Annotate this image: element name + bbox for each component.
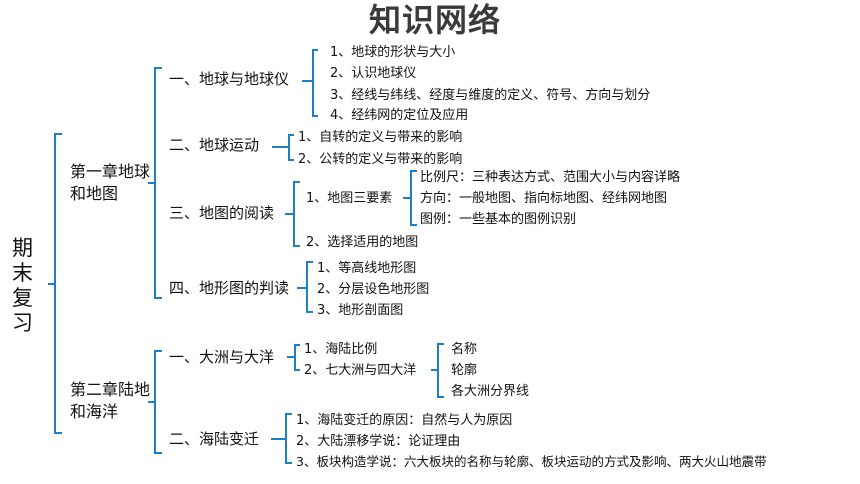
section-2-1-bracket — [287, 344, 300, 371]
section-2-1-subitem: 各大洲分界线 — [451, 384, 530, 399]
section-1-1-item: 2、认识地球仪 — [330, 66, 417, 81]
section-1-4-item: 2、分层设色地形图 — [317, 282, 430, 297]
section-1-3-item: 1、地图三要素 — [306, 191, 393, 206]
section-1-3-subitem: 图例：一些基本的图例识别 — [420, 212, 577, 227]
section-1-3-sub-bracket — [403, 170, 417, 226]
section-2-2-bracket — [271, 413, 292, 464]
section-1-2-item: 1、自转的定义与带来的影响 — [298, 130, 463, 145]
section-1-3-bracket — [285, 181, 300, 247]
page-title: 知识网络 — [369, 1, 502, 39]
chapter-2-bracket — [148, 350, 162, 454]
section-1-4-item: 3、地形剖面图 — [317, 303, 404, 318]
section-1-2-bracket — [272, 134, 294, 161]
section-1-3-item: 2、选择适用的地图 — [306, 235, 419, 250]
section-2-2-item: 2、大陆漂移学说：论证理由 — [296, 434, 461, 449]
section-2-2-title: 二、海陆变迁 — [169, 430, 260, 448]
section-1-1-item: 3、经线与纬线、经度与维度的定义、符号、方向与划分 — [330, 88, 651, 103]
section-1-3-subitem: 方向：一般地图、指向标地图、经纬网地图 — [420, 191, 668, 206]
section-1-3-title: 三、地图的阅读 — [169, 204, 275, 222]
section-1-4-title: 四、地形图的判读 — [169, 279, 290, 297]
section-1-2-title: 二、地球运动 — [169, 136, 260, 154]
section-1-2-item: 2、公转的定义与带来的影响 — [298, 152, 463, 167]
section-1-4-item: 1、等高线地形图 — [317, 261, 417, 276]
root-bracket — [48, 133, 62, 434]
section-2-1-title: 一、大洲与大洋 — [169, 348, 275, 366]
section-1-1-bracket — [302, 49, 318, 117]
section-2-1-subitem: 名称 — [451, 342, 478, 357]
section-2-1-item: 2、七大洲与四大洋 — [304, 363, 417, 378]
section-1-1-item: 4、经纬网的定位及应用 — [330, 108, 469, 123]
root-label: 期末复习 — [12, 236, 33, 335]
section-1-1-item: 1、地球的形状与大小 — [330, 45, 456, 60]
section-2-1-sub-bracket — [431, 343, 444, 398]
section-2-1-item: 1、海陆比例 — [304, 342, 378, 357]
section-2-2-item: 3、板块构造学说：六大板块的名称与轮廓、板块运动的方式及影响、两大火山地震带 — [296, 454, 767, 469]
section-1-4-bracket — [297, 261, 313, 313]
chapter-2-title: 第二章陆地和海洋 — [70, 380, 151, 421]
section-1-3-subitem: 比例尺：三种表达方式、范围大小与内容详略 — [420, 170, 681, 185]
section-2-2-item: 1、海陆变迁的原因：自然与人为原因 — [296, 413, 513, 428]
chapter-1-bracket — [148, 67, 162, 299]
chapter-1-title: 第一章地球和地图 — [70, 162, 151, 203]
section-2-1-subitem: 轮廓 — [451, 363, 478, 378]
section-1-1-title: 一、地球与地球仪 — [169, 70, 290, 88]
